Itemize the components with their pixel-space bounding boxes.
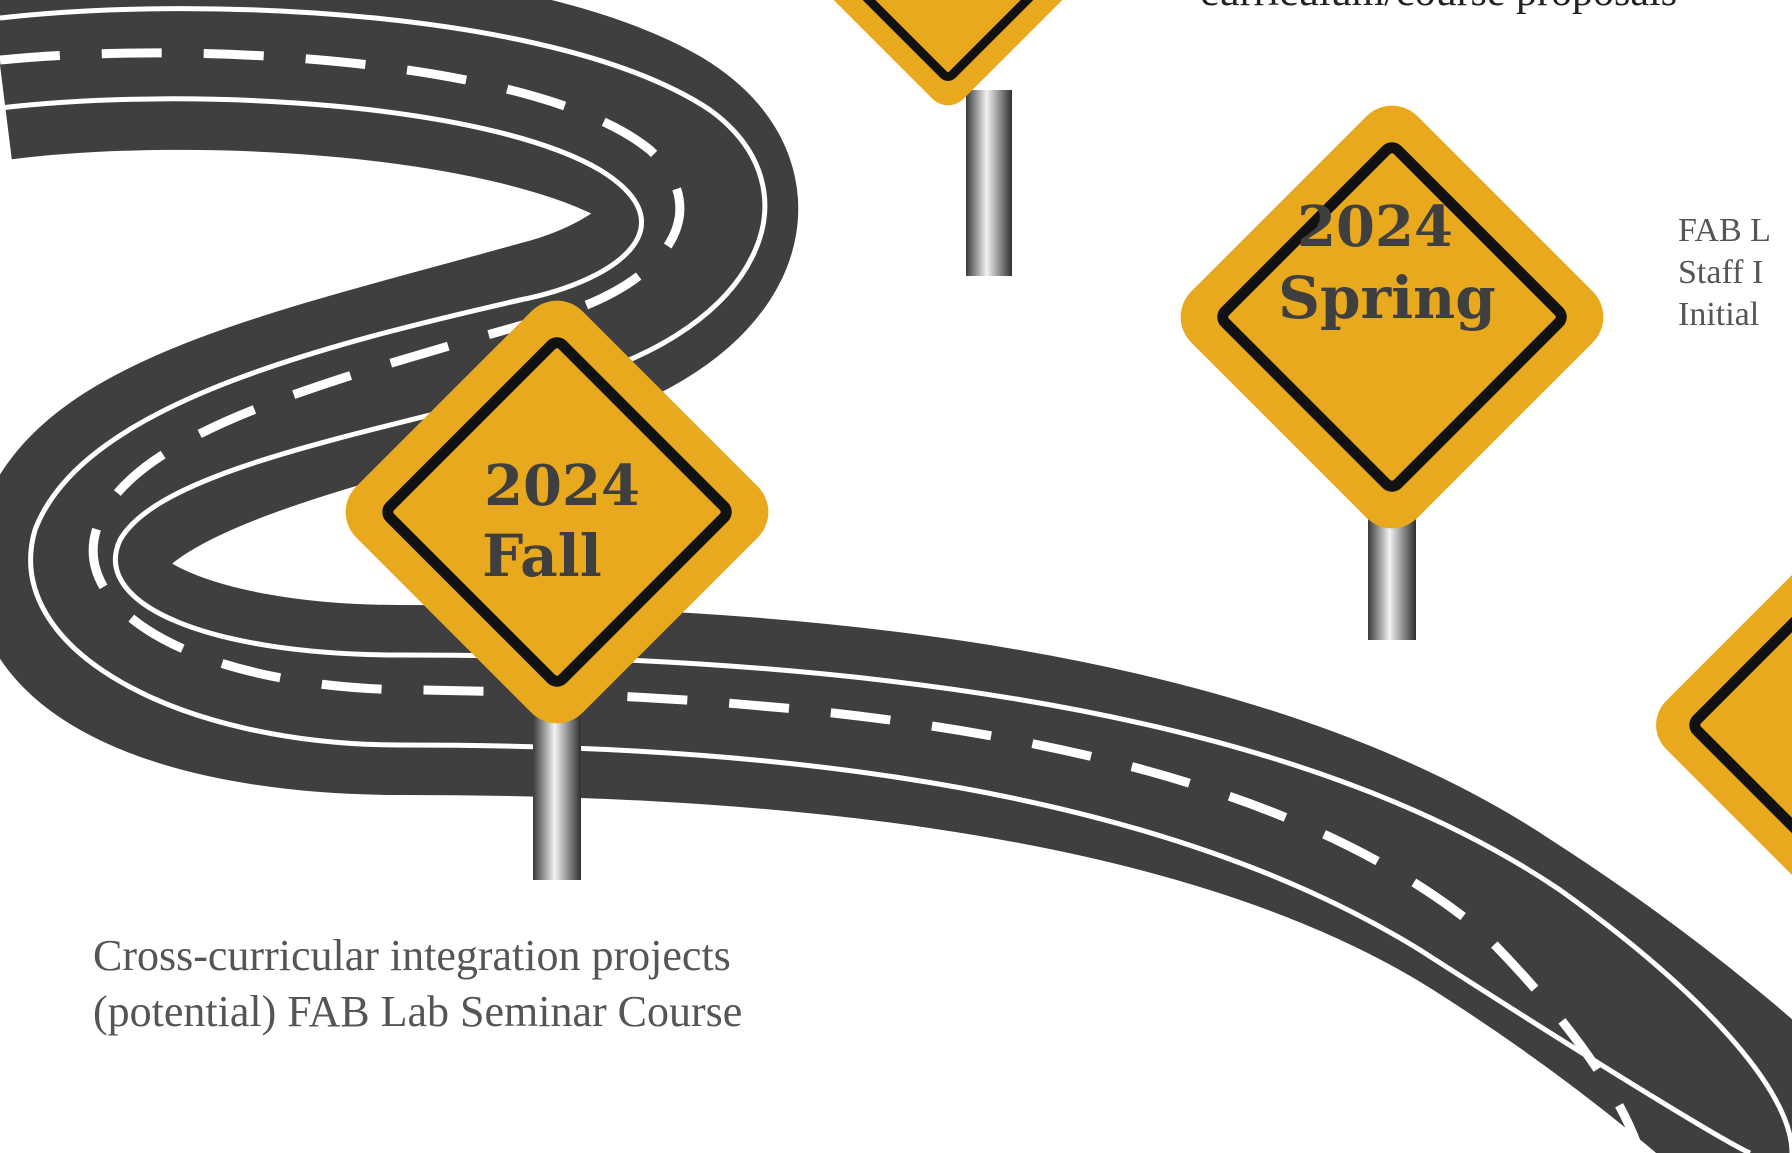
caption-spring-line-3: Initial	[1678, 296, 1760, 333]
caption-fall-line-1: Cross-curricular integration projects	[93, 931, 731, 980]
sign-season-fall: Fall	[482, 522, 602, 590]
road-sign-top	[822, 0, 1074, 276]
sign-season-spring: Spring	[1278, 264, 1496, 332]
sign-year-spring: 2024	[1297, 194, 1453, 260]
caption-fall: Cross-curricular integration projects (p…	[93, 928, 742, 1040]
road-sign-right	[1656, 541, 1792, 909]
road-edge-outer	[0, 6, 1792, 1153]
sign-pole	[966, 90, 1012, 276]
lane-divider	[0, 48, 1645, 1153]
caption-spring-line-2: Staff I	[1678, 254, 1764, 291]
caption-spring: FAB L Staff I Initial	[1678, 210, 1771, 336]
caption-fall-line-2: (potential) FAB Lab Seminar Course	[93, 987, 743, 1036]
caption-spring-line-1: FAB L	[1678, 212, 1771, 249]
caption-top-partial: curriculum/course proposals	[1200, 0, 1677, 16]
road-edge-inner	[0, 96, 1751, 1153]
sign-year-fall: 2024	[484, 453, 640, 519]
road-sign-spring: 2024 Spring	[1180, 105, 1604, 640]
road-sign-fall: 2024 Fall	[345, 300, 769, 880]
